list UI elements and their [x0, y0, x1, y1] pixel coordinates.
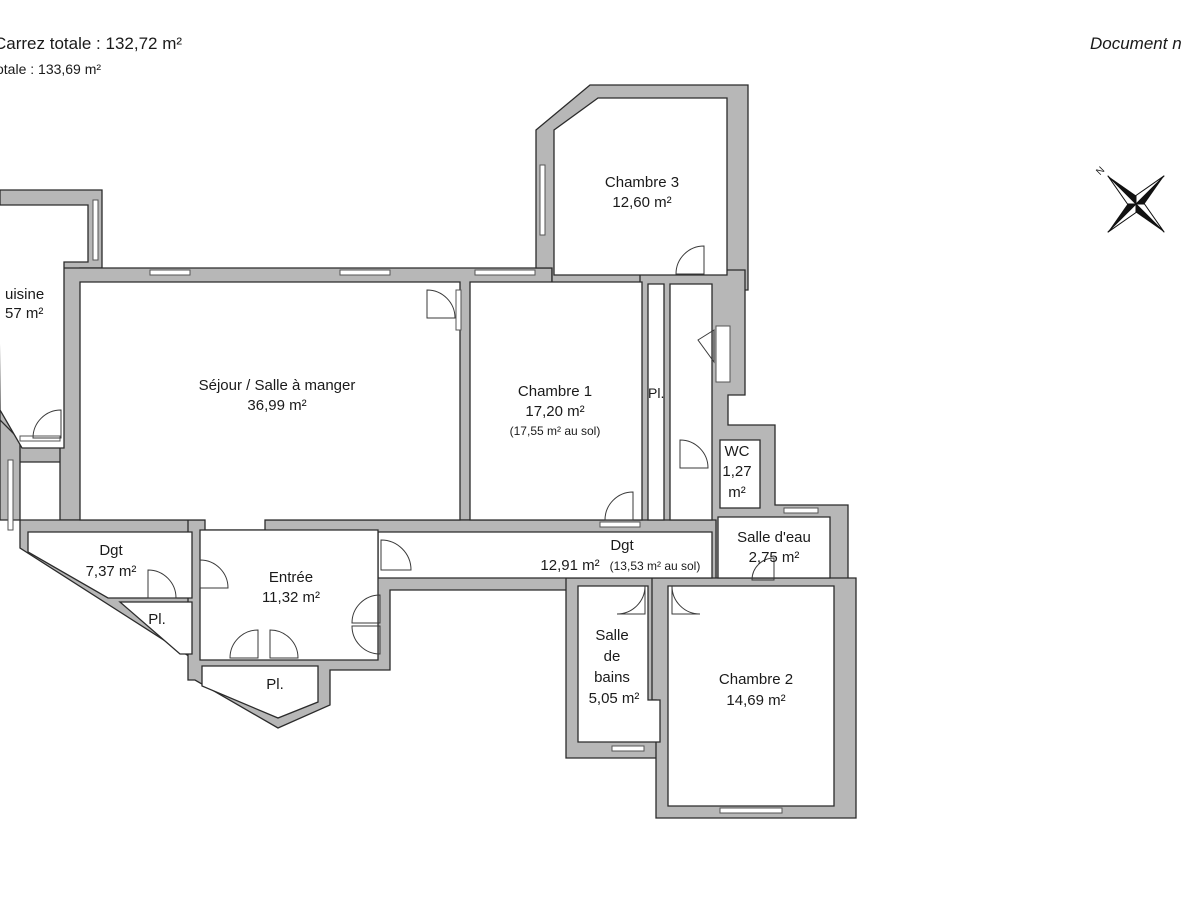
window — [611, 745, 645, 752]
room-area-salle-eau: 2,75 m² — [749, 549, 800, 566]
floor-placard-couloir — [647, 283, 665, 521]
room-area-entree: 11,32 m² — [262, 589, 320, 606]
room-name-salle-eau: Salle d'eau — [737, 529, 811, 546]
room-name-dgt-left: Dgt — [99, 542, 123, 559]
room-name-entree: Entrée — [269, 569, 313, 586]
floor-entree — [199, 529, 379, 661]
door-swing — [426, 289, 456, 319]
floor-wc — [719, 439, 761, 509]
room-area-chambre3: 12,60 m² — [612, 194, 671, 211]
total-area: otale : 133,69 m² — [0, 61, 102, 77]
room-floors — [0, 97, 835, 807]
door-swing — [671, 585, 701, 615]
door-swing — [351, 625, 381, 655]
door-swing — [697, 329, 715, 364]
door-swing — [604, 491, 634, 521]
room-name-chambre2: Chambre 2 — [719, 671, 793, 688]
window — [715, 325, 731, 383]
room-name-cuisine: uisine — [5, 286, 44, 303]
door-swing — [199, 559, 229, 589]
window — [339, 269, 391, 276]
door-swing — [675, 245, 705, 275]
room-name-placard-entree: Pl. — [266, 676, 284, 693]
window — [599, 521, 641, 528]
window — [455, 289, 462, 331]
room-name-chambre3: Chambre 3 — [605, 174, 679, 191]
room-area-chambre2: 14,69 m² — [726, 692, 785, 709]
document-note: Document n — [1090, 34, 1182, 53]
compass-north-label: N — [1094, 165, 1107, 178]
door-swing — [616, 585, 646, 615]
floor-salle-bains — [577, 585, 661, 743]
room-area-chambre1: 17,20 m² — [525, 403, 584, 420]
room-name-placard-couloir: Pl. — [648, 385, 664, 401]
room-name-sejour: Séjour / Salle à manger — [199, 377, 356, 394]
room-name-salle-bains-1: Salle — [595, 627, 628, 644]
window — [149, 269, 191, 276]
total-carrez-area: Carrez totale : 132,72 m² — [0, 34, 183, 53]
room-name-chambre1: Chambre 1 — [518, 383, 592, 400]
room-note-dgt-central: (13,53 m² au sol) — [610, 559, 701, 573]
room-area-dgt-left: 7,37 m² — [86, 563, 137, 580]
room-area-sejour: 36,99 m² — [247, 397, 306, 414]
room-labels: uisine 57 m² Séjour / Salle à manger 36,… — [5, 174, 811, 709]
room-area-cuisine: 57 m² — [5, 305, 43, 322]
window — [92, 199, 99, 261]
compass-rose-icon — [1107, 175, 1165, 233]
room-name-placard-left: Pl. — [148, 611, 166, 628]
room-name-salle-bains-2: de — [604, 648, 621, 665]
room-area-dgt-central: 12,91 m² — [540, 557, 599, 574]
door-swing — [351, 594, 381, 624]
floor-placard-left — [118, 601, 193, 655]
door-swing — [147, 569, 177, 599]
window — [7, 459, 14, 531]
floor-cuisine — [0, 204, 89, 449]
door-swing — [269, 629, 299, 659]
room-name-wc: WC — [725, 443, 750, 460]
door-swing — [229, 629, 259, 659]
door-swing — [32, 409, 62, 439]
floor-placard-entree — [201, 665, 319, 719]
floor-salle-eau — [717, 516, 831, 579]
door-swing — [751, 557, 775, 581]
room-name-dgt-central: Dgt — [610, 537, 634, 554]
doors — [32, 245, 775, 659]
floor-chambre1 — [469, 281, 643, 521]
floor-corridor-north — [669, 283, 713, 521]
floor-chambre3 — [553, 97, 728, 276]
window — [719, 807, 783, 814]
room-name-salle-bains-3: bains — [594, 669, 630, 686]
door-swing — [380, 539, 412, 571]
window — [539, 164, 546, 236]
room-area-salle-bains: 5,05 m² — [589, 690, 640, 707]
window — [474, 269, 536, 276]
floor-chambre2 — [667, 585, 835, 807]
room-area-wc: 1,27 — [722, 463, 751, 480]
room-unit-wc: m² — [728, 484, 746, 501]
room-note-chambre1: (17,55 m² au sol) — [510, 424, 601, 438]
window — [783, 507, 819, 514]
door-swing — [679, 439, 709, 469]
